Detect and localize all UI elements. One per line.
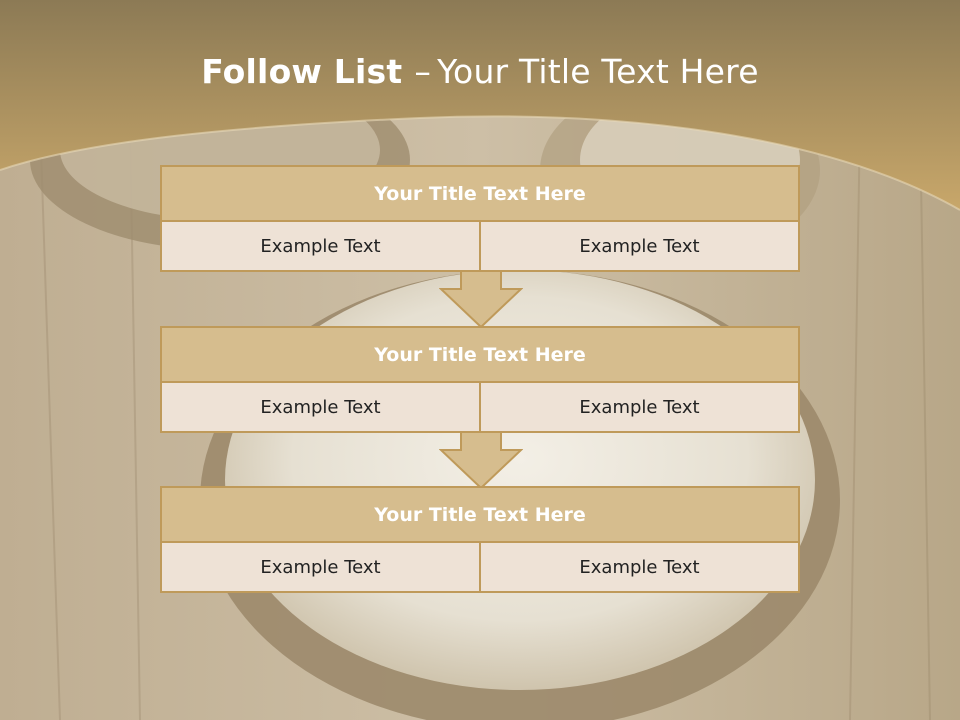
example-text-right: Example Text [479, 383, 798, 431]
down-arrow-icon [439, 270, 523, 329]
example-text-left: Example Text [260, 396, 381, 418]
example-text-right: Example Text [479, 222, 798, 270]
block-title: Your Title Text Here [160, 326, 800, 383]
title-subtitle: Your Title Text Here [437, 52, 759, 91]
slide-title: Follow List–Your Title Text Here [0, 52, 960, 91]
block-cells: Example Text Example Text [160, 222, 800, 272]
block-title: Your Title Text Here [160, 165, 800, 222]
example-text-left: Example Text [260, 556, 381, 578]
list-block-1: Your Title Text Here Example Text Exampl… [160, 165, 800, 272]
example-text-right: Example Text [479, 543, 798, 591]
down-arrow-icon [439, 431, 523, 490]
example-text-left: Example Text [260, 235, 381, 257]
block-cells: Example Text Example Text [160, 383, 800, 433]
title-main: Follow List [201, 52, 403, 91]
title-dash: – [414, 52, 432, 91]
block-cells: Example Text Example Text [160, 543, 800, 593]
list-block-2: Your Title Text Here Example Text Exampl… [160, 326, 800, 433]
block-title: Your Title Text Here [160, 486, 800, 543]
list-block-3: Your Title Text Here Example Text Exampl… [160, 486, 800, 593]
